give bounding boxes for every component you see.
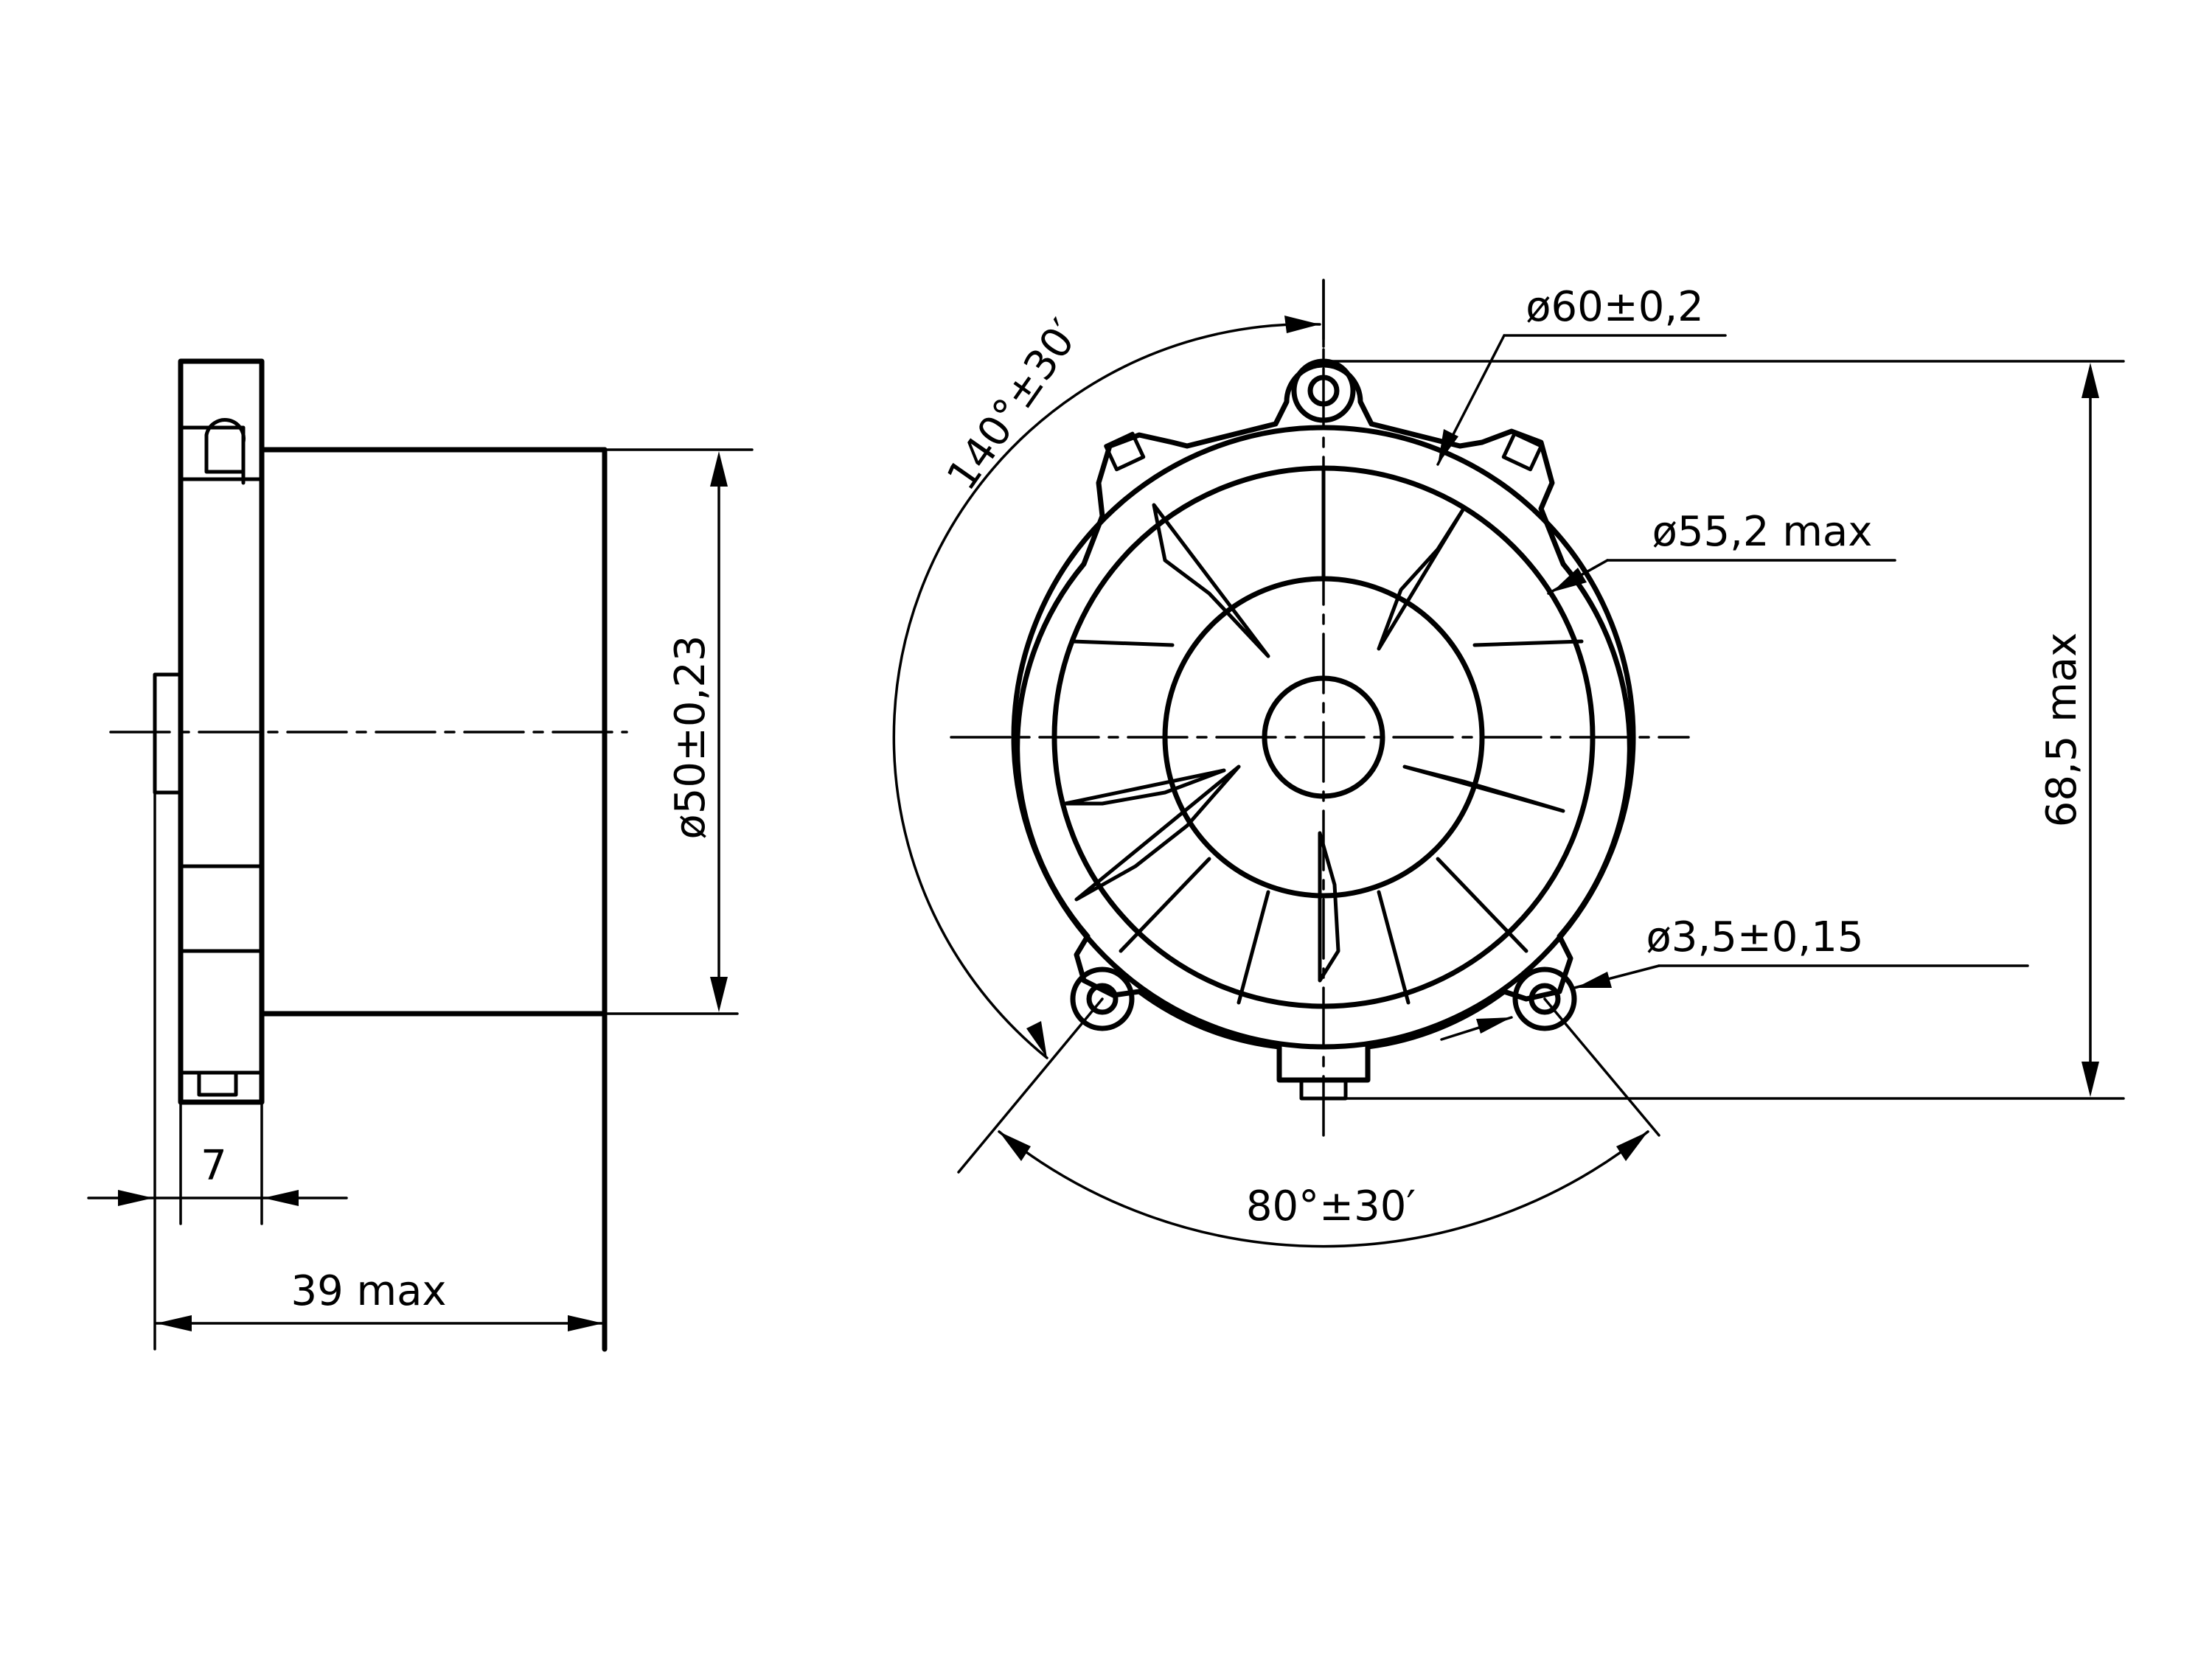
mount-hole-left-boss: [1070, 966, 1135, 1031]
angle140-ext-bottom: [957, 997, 1104, 1174]
dia50-arrow-top: [710, 451, 728, 487]
dim-diameter-50: ø50±0,23: [667, 635, 714, 839]
bottom-tab: [1299, 1078, 1348, 1101]
mount-hole-right-boss: [1512, 966, 1577, 1031]
h685-arrow-bottom: [2081, 1062, 2099, 1097]
dim-height-685: 68,5 max: [2038, 633, 2086, 828]
blade: [1402, 764, 1565, 813]
rib: [1119, 857, 1211, 953]
rib: [1071, 639, 1175, 647]
dia60-arrow: [1438, 429, 1458, 464]
angle140-arrow-bottom: [1026, 1021, 1047, 1058]
blade: [1377, 506, 1466, 651]
tab-top-right: [1501, 431, 1543, 472]
impeller-blades: [1063, 503, 1565, 983]
angle80-arc: [998, 1130, 1649, 1248]
dim7-arrow-left: [118, 1190, 153, 1206]
body-outer-ring: [1011, 425, 1636, 1050]
angle80-arrow-right: [1616, 1132, 1648, 1161]
flange-boss: [153, 672, 183, 795]
dim39-arrow-left: [156, 1315, 192, 1331]
rib: [1237, 890, 1270, 1005]
bottom-lug: [197, 1070, 238, 1097]
front-view: 68,5 max ø60±0,2 ø55,2 max ø3,5±0,15 140…: [892, 279, 2125, 1248]
radial-ribs: [1071, 466, 1584, 1005]
shaft-boss: [1262, 675, 1385, 799]
dim-length-39: 39 max: [291, 1267, 446, 1315]
dim7-arrow-right: [263, 1190, 299, 1206]
blade: [1152, 503, 1270, 658]
dim-hole-diameter: ø3,5±0,15: [1646, 913, 1864, 961]
top-lug: [178, 418, 246, 485]
angle80-ext-right: [1543, 997, 1660, 1137]
rib: [1436, 857, 1528, 953]
dia552-arrow: [1552, 568, 1587, 592]
blade: [1318, 831, 1340, 983]
rib: [1377, 890, 1411, 1005]
angle140-arc: [892, 322, 1321, 1059]
dim-diameter-552: ø55,2 max: [1652, 508, 1873, 556]
mount-hole-top: [1307, 375, 1340, 407]
dim-diameter-60: ø60±0,2: [1526, 283, 1704, 331]
tab-top-left: [1104, 431, 1146, 472]
dim39-arrow-right: [568, 1315, 603, 1331]
dia35-arrow: [1576, 972, 1612, 988]
blade: [1063, 768, 1226, 806]
angle80-arrow-left: [999, 1132, 1031, 1161]
angle140-arrow-top: [1284, 316, 1320, 333]
dim-thickness-7: 7: [201, 1142, 227, 1190]
rib: [1472, 639, 1584, 647]
dim-angle-140: 140°±30′: [938, 311, 1090, 499]
side-view: ø50±0,23 7 39 max: [87, 358, 754, 1352]
h685-arrow-top: [2081, 363, 2099, 398]
dia50-arrow-bottom: [710, 977, 728, 1012]
mount-hole-left: [1086, 983, 1119, 1015]
mounting-flange-outline: [1015, 362, 1632, 1083]
blade: [1074, 764, 1241, 902]
mount-hole-right: [1528, 983, 1561, 1015]
dia35-arrow-b: [1476, 1017, 1512, 1034]
dim-angle-80: 80°±30′: [1246, 1182, 1416, 1230]
